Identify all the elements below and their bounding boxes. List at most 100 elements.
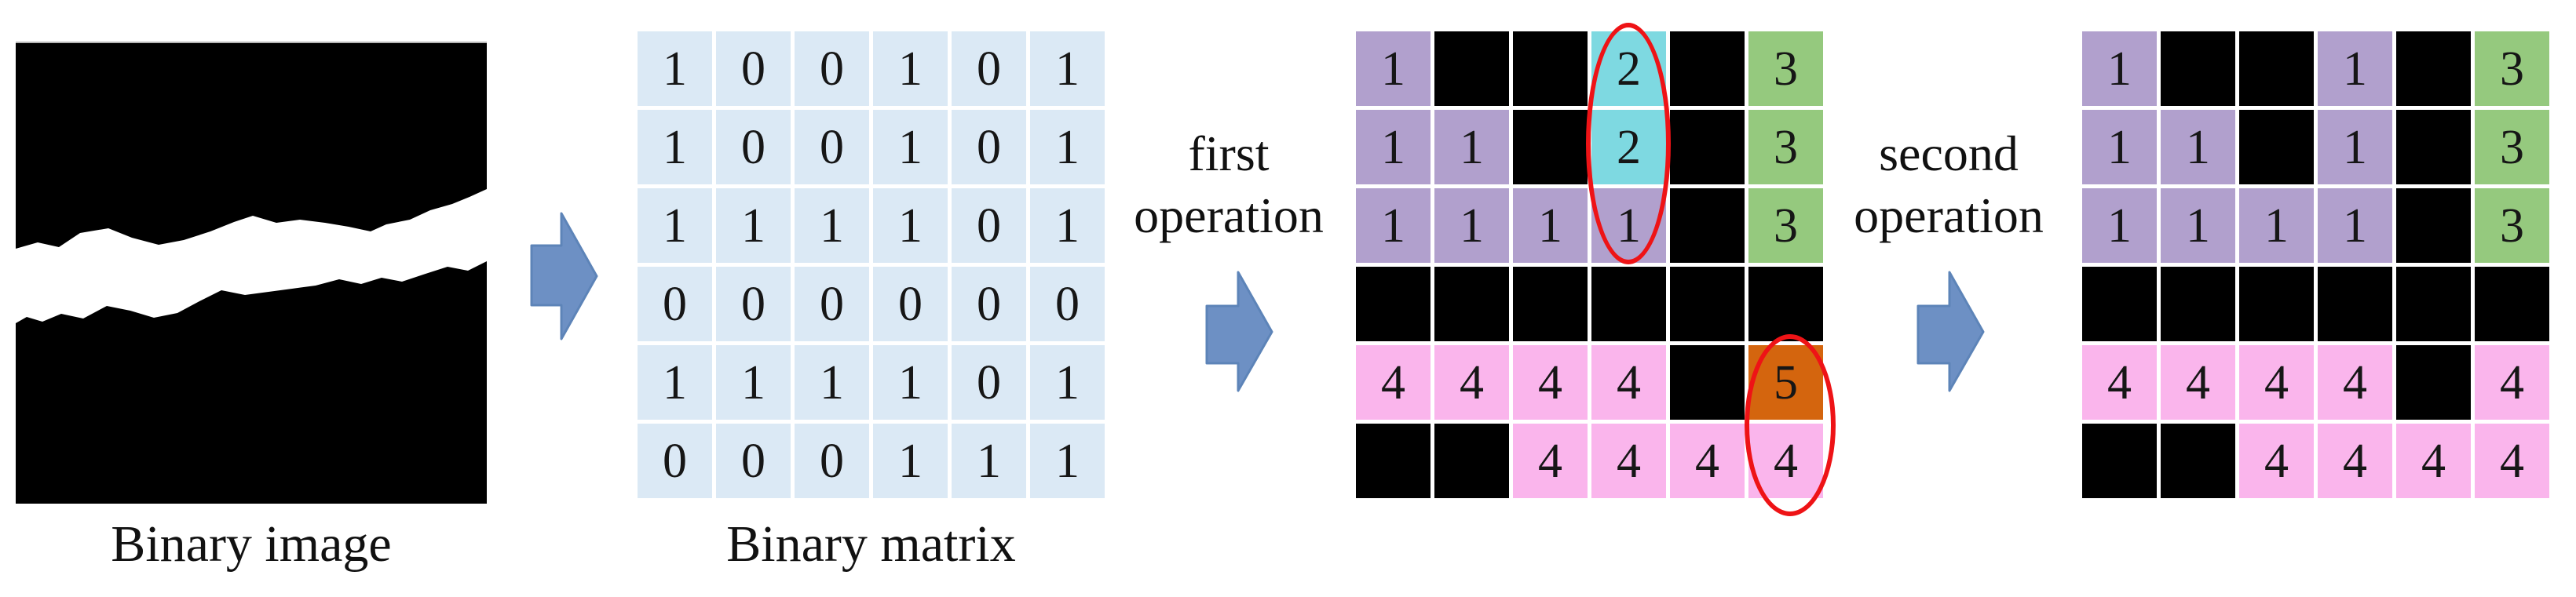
- second-operation-line1: second: [1879, 126, 2019, 181]
- matrix-cell: [2396, 31, 2471, 106]
- matrix-cell: 3: [2475, 188, 2549, 263]
- matrix-cell: 4: [1434, 345, 1509, 420]
- arrow-right-icon: [1916, 271, 1985, 392]
- matrix-cell: 1: [2318, 110, 2392, 184]
- arrow-right-icon: [530, 212, 598, 340]
- matrix-cell: 4: [2318, 345, 2392, 420]
- matrix-cell: 4: [2396, 424, 2471, 498]
- matrix-cell: [1513, 110, 1588, 184]
- matrix-cell: 1: [1030, 188, 1105, 263]
- matrix-cell: 0: [952, 345, 1026, 420]
- matrix-cell: [1670, 267, 1745, 341]
- matrix-cell: [2396, 345, 2471, 420]
- matrix-cell: [2082, 267, 2157, 341]
- matrix-cell: 1: [2239, 188, 2314, 263]
- matrix-cell: 4: [2161, 345, 2235, 420]
- first-operation-label: first operation: [1064, 122, 1394, 246]
- matrix-cell: 1: [1434, 188, 1509, 263]
- matrix-cell: 3: [1748, 31, 1823, 106]
- matrix-cell: [1591, 267, 1666, 341]
- matrix-cell: [2239, 110, 2314, 184]
- matrix-cell: [2082, 424, 2157, 498]
- matrix-cell: [1670, 110, 1745, 184]
- matrix-cell: 1: [1030, 31, 1105, 106]
- matrix-cell: 0: [795, 424, 869, 498]
- matrix-cell: 4: [1591, 424, 1666, 498]
- matrix-cell: 3: [1748, 188, 1823, 263]
- matrix-cell: 1: [1030, 424, 1105, 498]
- binary-image: [16, 42, 487, 504]
- matrix-cell: [1356, 424, 1431, 498]
- matrix-cell: 4: [1670, 424, 1745, 498]
- matrix-cell: 0: [952, 110, 1026, 184]
- matrix-cell: [2396, 188, 2471, 263]
- matrix-cell: [2475, 267, 2549, 341]
- matrix-cell: 1: [2161, 110, 2235, 184]
- arrow-right-icon: [1205, 271, 1273, 392]
- matrix-cell: [2161, 31, 2235, 106]
- matrix-cell: [2239, 31, 2314, 106]
- matrix-cell: 0: [716, 31, 791, 106]
- matrix-cell: 1: [1356, 31, 1431, 106]
- second-operation-line2: operation: [1854, 187, 2044, 243]
- matrix-cell: [1513, 31, 1588, 106]
- matrix-cell: 1: [1434, 110, 1509, 184]
- matrix-cell: [2318, 267, 2392, 341]
- matrix-cell: 0: [952, 31, 1026, 106]
- matrix-cell: [1748, 267, 1823, 341]
- matrix-cell: 0: [716, 424, 791, 498]
- matrix-cell: 1: [873, 110, 948, 184]
- matrix-cell: 1: [873, 424, 948, 498]
- matrix-cell: 4: [1356, 345, 1431, 420]
- matrix-cell: 4: [1513, 424, 1588, 498]
- matrix-cell: 1: [1356, 110, 1431, 184]
- matrix-cell: 1: [638, 345, 712, 420]
- matrix-cell: 1: [873, 345, 948, 420]
- matrix-cell: 0: [795, 267, 869, 341]
- matrix-cell: 4: [1591, 345, 1666, 420]
- matrix-cell: 0: [952, 267, 1026, 341]
- matrix-cell: 4: [2239, 345, 2314, 420]
- matrix-cell: 1: [2318, 188, 2392, 263]
- matrix-cell: 4: [2239, 424, 2314, 498]
- matrix-cell: [1434, 267, 1509, 341]
- matrix-cell: 1: [2161, 188, 2235, 263]
- matrix-cell: 0: [795, 110, 869, 184]
- matrix-cell: 1: [952, 424, 1026, 498]
- matrix-cell: [1434, 424, 1509, 498]
- matrix-cell: 1: [1030, 345, 1105, 420]
- matrix-cell: 3: [1748, 110, 1823, 184]
- matrix-cell: [2239, 267, 2314, 341]
- matrix-cell: [1670, 31, 1745, 106]
- matrix-cell: 1: [638, 188, 712, 263]
- matrix-cell: 0: [1030, 267, 1105, 341]
- matrix-cell: 0: [795, 31, 869, 106]
- matrix-cell: 1: [716, 345, 791, 420]
- matrix-cell: 0: [952, 188, 1026, 263]
- matrix-cell: 4: [2475, 424, 2549, 498]
- matrix-cell: 1: [638, 31, 712, 106]
- matrix-cell: 1: [2082, 110, 2157, 184]
- crack-shape: [16, 189, 487, 323]
- matrix-cell: 0: [873, 267, 948, 341]
- matrix-cell: [2396, 110, 2471, 184]
- matrix-cell: [2396, 267, 2471, 341]
- matrix-cell: 1: [873, 31, 948, 106]
- matrix-cell: 1: [638, 110, 712, 184]
- matrix-cell: [1670, 345, 1745, 420]
- first-operation-line2: operation: [1134, 187, 1324, 243]
- binary-image-caption: Binary image: [111, 515, 392, 573]
- matrix-cell: 1: [2082, 31, 2157, 106]
- matrix-cell: 1: [795, 188, 869, 263]
- matrix-cell: 0: [716, 267, 791, 341]
- matrix-cell: [2161, 267, 2235, 341]
- matrix-cell: 4: [1513, 345, 1588, 420]
- matrix-cell: [1356, 267, 1431, 341]
- first-operation-line1: first: [1188, 126, 1270, 181]
- matrix-cell: [1670, 188, 1745, 263]
- matrix-cell: [2161, 424, 2235, 498]
- matrix-cell: [1513, 267, 1588, 341]
